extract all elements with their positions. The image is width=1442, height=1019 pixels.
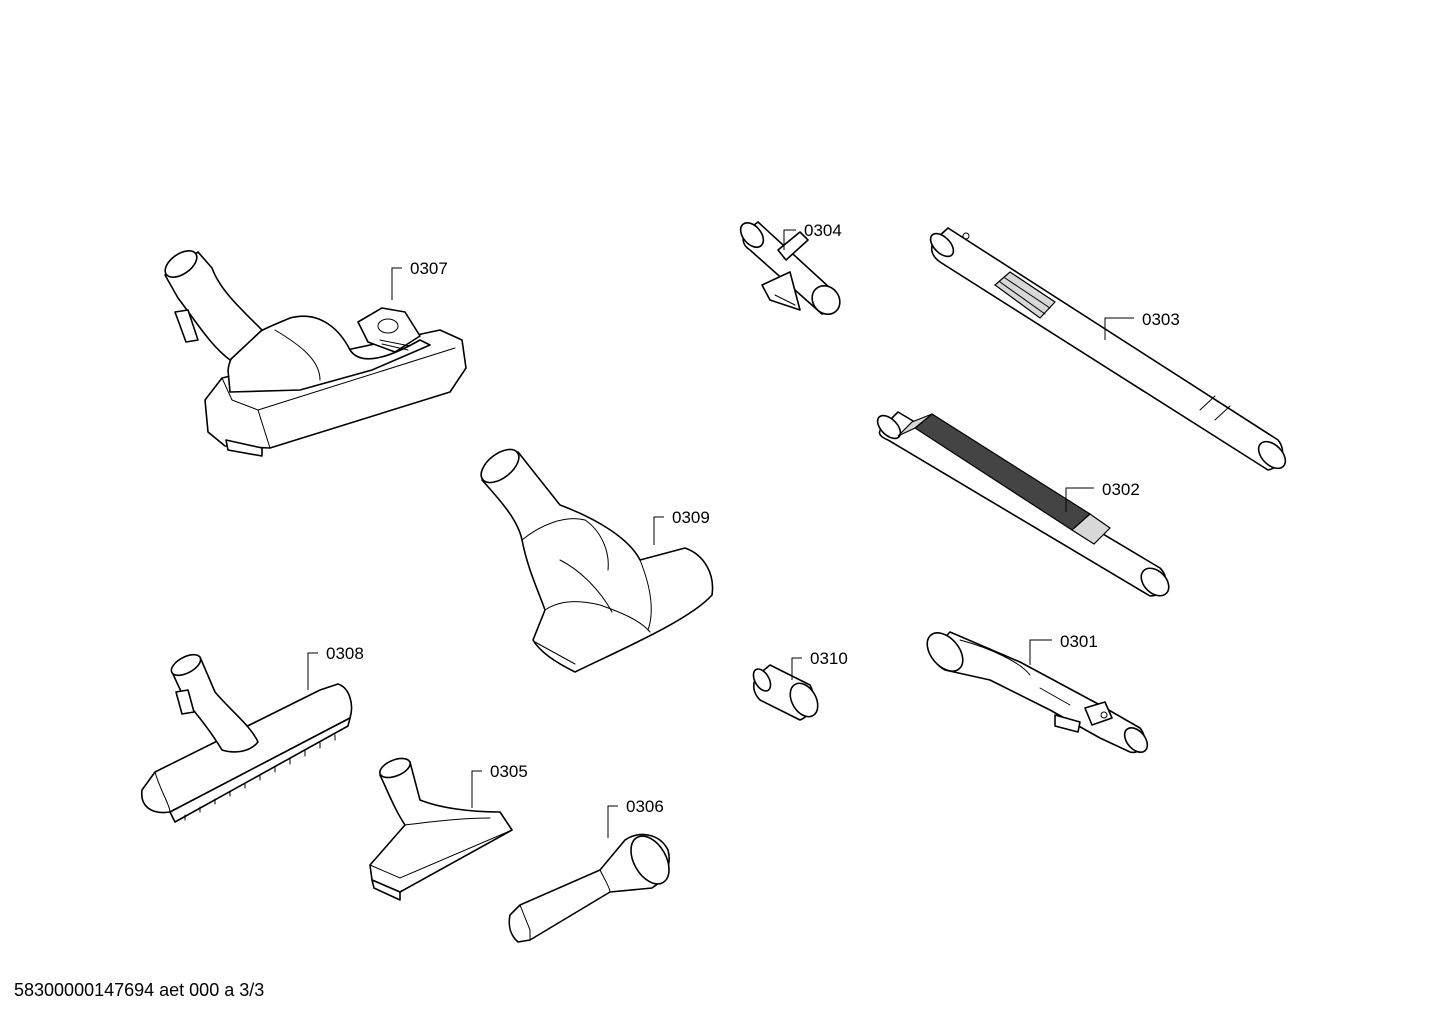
crevice-tool-icon bbox=[508, 833, 670, 943]
part-label-0309: 0309 bbox=[672, 508, 710, 527]
leader-0304 bbox=[783, 229, 796, 250]
part-label-0307: 0307 bbox=[410, 259, 448, 278]
part-label-0310: 0310 bbox=[810, 649, 848, 668]
adapter-sleeve-icon bbox=[752, 664, 819, 721]
flexible-hose-icon bbox=[876, 411, 1170, 597]
telescopic-tube-icon bbox=[929, 227, 1287, 471]
leader-0307 bbox=[391, 267, 402, 300]
leader-0303 bbox=[1104, 317, 1134, 340]
leader-0308 bbox=[307, 652, 318, 690]
part-label-0304: 0304 bbox=[804, 221, 842, 240]
document-id: 58300000147694 aet 000 a 3/3 bbox=[14, 980, 265, 1000]
tube-clip-icon bbox=[739, 221, 841, 316]
hose-handle-icon bbox=[926, 631, 1149, 754]
part-label-0308: 0308 bbox=[326, 644, 364, 663]
part-label-0303: 0303 bbox=[1142, 310, 1180, 329]
leader-0309 bbox=[653, 516, 664, 545]
part-label-0302: 0302 bbox=[1102, 480, 1140, 499]
part-label-0301: 0301 bbox=[1060, 632, 1098, 651]
leader-0305 bbox=[471, 770, 482, 808]
leader-0306 bbox=[607, 805, 618, 838]
leader-0301 bbox=[1029, 639, 1052, 665]
floor-nozzle-icon bbox=[164, 250, 467, 457]
leader-0310 bbox=[791, 657, 802, 680]
turbo-brush-icon bbox=[480, 448, 714, 673]
part-label-0305: 0305 bbox=[490, 762, 528, 781]
part-label-0306: 0306 bbox=[626, 797, 664, 816]
parquet-brush-icon bbox=[141, 653, 353, 823]
upholstery-nozzle-icon bbox=[369, 757, 513, 901]
leader-0302 bbox=[1065, 487, 1094, 512]
